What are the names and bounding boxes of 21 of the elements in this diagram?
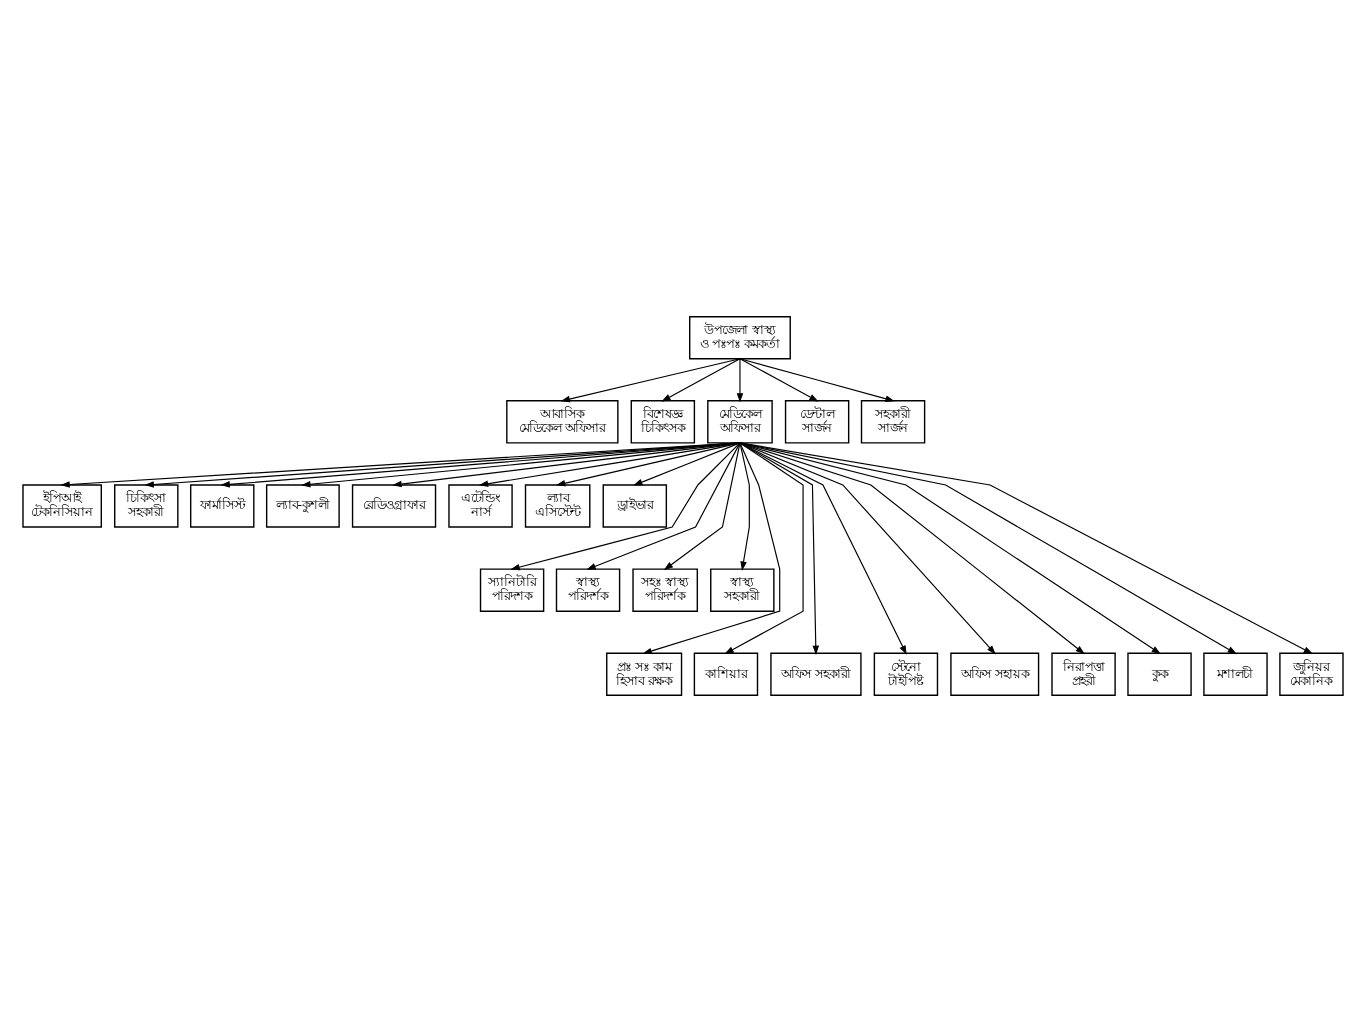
arrow [739,441,1161,654]
arrow [586,441,741,569]
arrow [736,357,744,402]
arrow [560,357,741,402]
arrow [478,441,741,486]
arrow [739,441,750,570]
arrow [633,441,741,485]
arrow [642,441,781,654]
arrow [661,357,741,401]
arrow [555,441,741,486]
arrow [301,441,741,487]
arrow [739,441,996,654]
arrow [392,441,741,487]
arrow [724,441,804,654]
arrow [739,441,820,655]
arrow [663,441,741,570]
arrow [739,357,895,401]
arrow [739,357,819,401]
arrow [739,441,907,654]
arrow [510,441,741,570]
arrow [739,441,1085,654]
